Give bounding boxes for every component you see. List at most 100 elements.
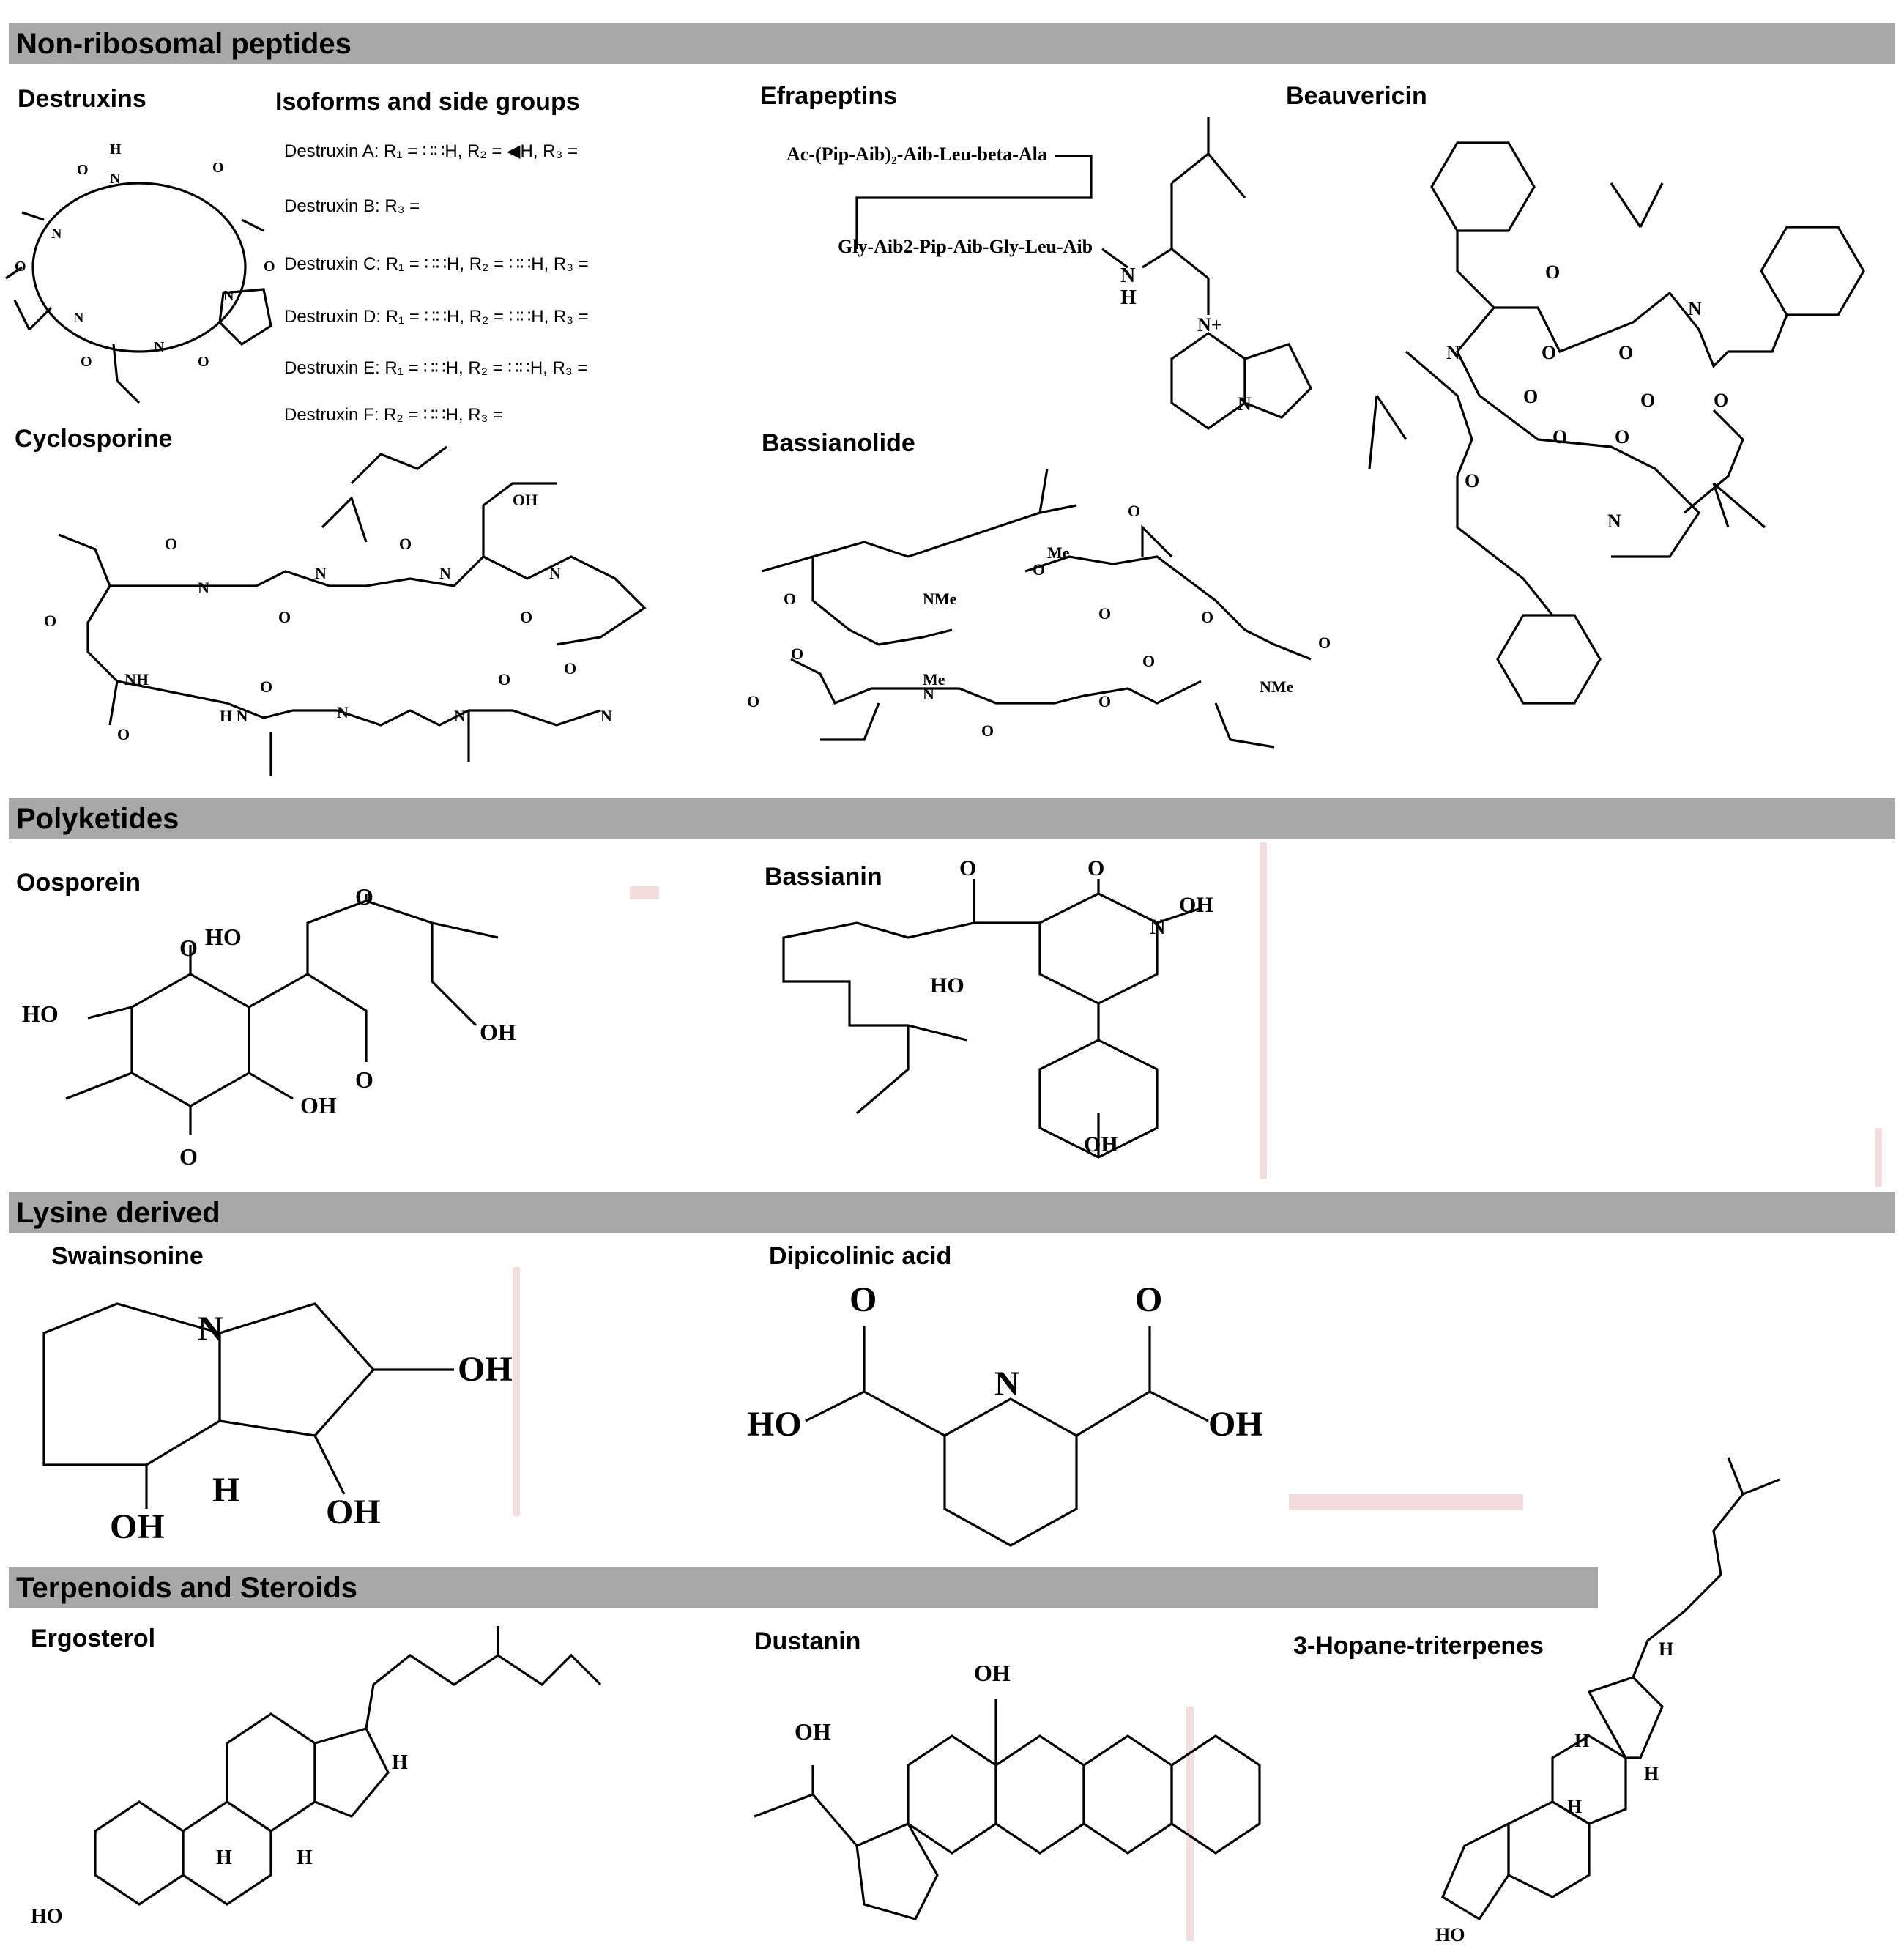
svg-text:HO: HO xyxy=(31,1905,63,1928)
svg-text:N: N xyxy=(198,1310,223,1348)
isoform-line-c: Destruxin C: R₁ = ∷∷H, R₂ = ∷∷H, R₃ = xyxy=(284,254,589,274)
efrapeptin-sequence-line2: Gly-Aib2-Pip-Aib-Gly-Leu-Aib xyxy=(838,236,1093,257)
svg-text:O: O xyxy=(784,590,796,608)
isoform-line-b: Destruxin B: R₃ = xyxy=(284,196,420,216)
svg-text:O: O xyxy=(747,692,759,710)
hopane-structure: HOH HH H xyxy=(1435,1457,1780,1945)
svg-text:N: N xyxy=(1238,393,1252,415)
section-header-non-ribosomal-peptides: Non-ribosomal peptides xyxy=(9,23,1895,64)
efrapeptin-sequence-line1: Ac-(Pip-Aib)₂-Aib-Leu-beta-Ala xyxy=(786,144,1047,165)
svg-text:OH: OH xyxy=(300,1092,337,1118)
svg-text:N: N xyxy=(315,564,327,582)
svg-text:H: H xyxy=(110,141,122,157)
svg-text:O: O xyxy=(791,645,803,663)
svg-text:H: H xyxy=(392,1751,408,1774)
svg-text:N: N xyxy=(994,1365,1020,1403)
svg-text:N: N xyxy=(337,703,349,721)
label-destruxins: Destruxins xyxy=(18,85,146,113)
svg-text:O: O xyxy=(15,259,26,275)
svg-text:N: N xyxy=(454,707,466,725)
svg-text:N+: N+ xyxy=(1197,314,1222,335)
svg-text:O: O xyxy=(260,678,272,696)
svg-text:H: H xyxy=(1567,1796,1582,1817)
svg-text:OH: OH xyxy=(1208,1405,1263,1444)
svg-text:N: N xyxy=(549,564,561,582)
svg-text:N: N xyxy=(154,339,165,355)
label-beauvericin: Beauvericin xyxy=(1286,82,1427,110)
scan-artifact xyxy=(513,1267,520,1516)
isoform-line-a: Destruxin A: R₁ = ∷∷H, R₂ = ◀H, R₃ = xyxy=(284,141,578,161)
svg-text:O: O xyxy=(1465,470,1479,491)
label-oosporein: Oosporein xyxy=(16,869,141,897)
svg-text:O: O xyxy=(355,1066,373,1093)
svg-text:O: O xyxy=(1552,426,1567,448)
section-header-lysine-derived: Lysine derived xyxy=(9,1192,1895,1233)
svg-text:O: O xyxy=(179,1143,198,1170)
label-cyclosporine: Cyclosporine xyxy=(15,425,173,453)
svg-text:NMe: NMe xyxy=(923,590,957,608)
svg-text:HO: HO xyxy=(1435,1924,1465,1945)
label-dipicolinic-acid: Dipicolinic acid xyxy=(769,1242,952,1270)
svg-text:O: O xyxy=(1615,426,1629,448)
scan-artifact xyxy=(1186,1707,1194,1941)
svg-text:OH: OH xyxy=(480,1019,516,1045)
svg-text:OH: OH xyxy=(458,1350,513,1389)
svg-text:N: N xyxy=(73,310,84,326)
svg-text:H: H xyxy=(1644,1763,1659,1784)
svg-text:O: O xyxy=(1128,502,1140,520)
svg-text:OH: OH xyxy=(326,1493,381,1532)
svg-text:O: O xyxy=(1318,634,1331,652)
svg-text:O: O xyxy=(1640,390,1655,411)
svg-text:H: H xyxy=(212,1471,239,1510)
isoform-line-d: Destruxin D: R₁ = ∷∷H, R₂ = ∷∷H, R₃ = xyxy=(284,307,589,327)
svg-text:N: N xyxy=(1688,298,1702,319)
svg-text:O: O xyxy=(212,160,224,176)
label-isoforms: Isoforms and side groups xyxy=(275,88,580,116)
svg-text:H: H xyxy=(1574,1730,1589,1751)
svg-text:O: O xyxy=(498,670,510,688)
svg-text:N: N xyxy=(110,171,121,187)
svg-text:H: H xyxy=(297,1846,313,1869)
svg-text:N: N xyxy=(1607,511,1621,532)
svg-text:OH: OH xyxy=(974,1660,1011,1686)
svg-text:O: O xyxy=(1033,560,1045,579)
svg-text:O: O xyxy=(278,608,291,626)
svg-text:O: O xyxy=(1545,261,1560,283)
svg-text:Me: Me xyxy=(1047,543,1070,562)
isoform-line-e: Destruxin E: R₁ = ∷∷H, R₂ = ∷∷H, R₃ = xyxy=(284,358,588,378)
label-bassianolide: Bassianolide xyxy=(762,429,915,457)
svg-text:O: O xyxy=(564,659,576,678)
svg-text:O: O xyxy=(1142,652,1155,670)
svg-text:O: O xyxy=(1714,390,1728,411)
svg-text:OH: OH xyxy=(513,491,538,509)
label-efrapeptins: Efrapeptins xyxy=(760,82,898,110)
svg-text:N: N xyxy=(923,685,934,703)
svg-text:O: O xyxy=(1135,1280,1162,1319)
svg-text:N: N xyxy=(198,579,209,597)
svg-text:N: N xyxy=(439,564,451,582)
isoform-line-f: Destruxin F: R₂ = ∷∷H, R₃ = xyxy=(284,405,504,425)
svg-text:O: O xyxy=(165,535,177,553)
label-3-hopane-triterpenes: 3-Hopane-triterpenes xyxy=(1293,1632,1544,1660)
svg-text:N: N xyxy=(1446,342,1460,363)
svg-text:H: H xyxy=(1120,286,1137,309)
label-dustanin: Dustanin xyxy=(754,1627,861,1655)
svg-text:O: O xyxy=(981,721,994,740)
svg-text:O: O xyxy=(1618,342,1633,363)
svg-text:O: O xyxy=(1542,342,1556,363)
label-ergosterol: Ergosterol xyxy=(31,1625,156,1652)
scan-artifact xyxy=(1260,842,1267,1179)
svg-text:N: N xyxy=(1120,264,1135,287)
svg-text:HO: HO xyxy=(747,1405,802,1444)
scan-artifact xyxy=(630,886,659,899)
beauvericin-structure: OO ON NO OO OO ON xyxy=(1368,141,1865,705)
svg-text:O: O xyxy=(81,354,92,370)
svg-text:O: O xyxy=(520,608,532,626)
section-header-polyketides: Polyketides xyxy=(9,798,1895,839)
